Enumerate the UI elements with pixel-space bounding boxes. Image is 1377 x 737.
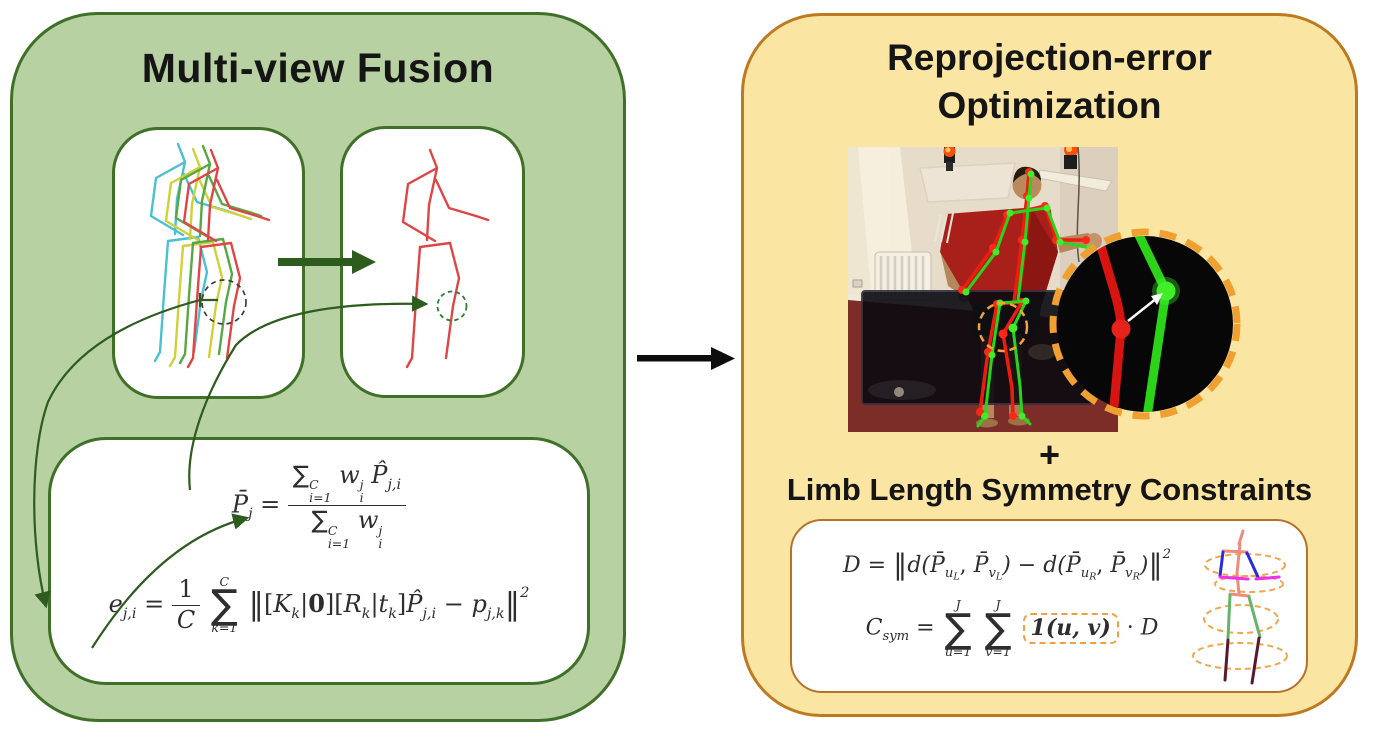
- limb-distance-equation: D = ∥d(P̄uL, P̄vL) − d(P̄uR, P̄vR)∥2: [842, 547, 1172, 583]
- symmetry-cost-equation: Csym = J∑u=1 J∑v=1 1(u, v) · D: [865, 597, 1159, 659]
- multi-view-skeletons-box: [112, 127, 305, 399]
- title-line-2: Optimization: [937, 85, 1162, 126]
- pipeline-arrow-icon: [637, 347, 735, 370]
- fused-skeleton-box: [340, 126, 525, 398]
- limb-length-symmetry-subtitle: Limb Length Symmetry Constraints: [786, 472, 1313, 507]
- reprojection-optimization-title: Reprojection-error Optimization: [744, 34, 1355, 130]
- symmetry-equations-box: D = ∥d(P̄uL, P̄vL) − d(P̄uR, P̄vR)∥2 Csy…: [790, 519, 1308, 693]
- multi-view-fusion-title: Multi-view Fusion: [141, 45, 495, 91]
- plus-sign: +: [1038, 434, 1061, 475]
- indicator-highlight-box: 1(u, v): [1022, 612, 1119, 644]
- title-line-1: Reprojection-error: [887, 37, 1212, 78]
- reprojection-optimization-panel: Reprojection-error Optimization + Limb L…: [741, 13, 1358, 717]
